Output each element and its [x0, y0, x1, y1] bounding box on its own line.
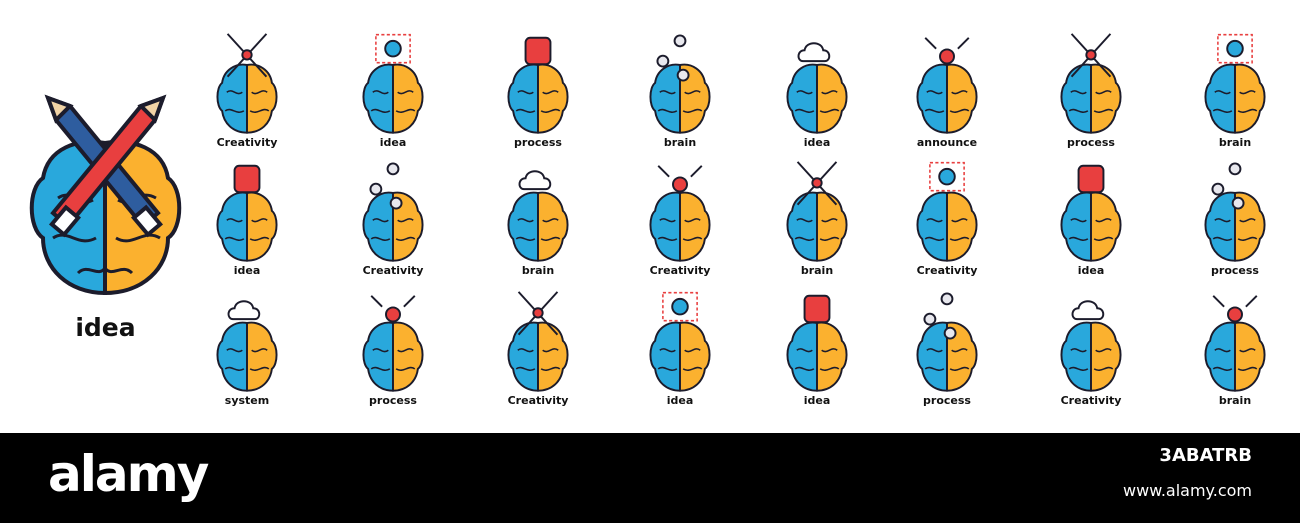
- hero-label: idea: [75, 313, 136, 342]
- watermark-footer: alamy 3ABATRB www.alamy.com: [0, 433, 1300, 523]
- icon-label: idea: [666, 394, 694, 407]
- location-pin-brain-icon: [1060, 33, 1122, 134]
- brain-icon-tile: process: [892, 288, 1002, 413]
- arrows-in-brain-icon: [1060, 300, 1122, 392]
- magnet-brain-icon: [1204, 33, 1266, 134]
- icon-label: brain: [1218, 394, 1252, 407]
- icon-label: idea: [233, 264, 261, 277]
- icon-label: idea: [1077, 264, 1105, 277]
- crossed-pencils-brain-icon: [29, 94, 182, 296]
- brain-icon-tile: brain: [483, 158, 593, 283]
- pencil-ruler-brain-icon: [216, 33, 278, 134]
- brain-icon-tile: idea: [192, 158, 302, 283]
- brain-icon-tile: idea: [762, 30, 872, 155]
- chip-brain-icon: [507, 291, 569, 392]
- brain-icon-tile: Creativity: [1036, 288, 1146, 413]
- brain-icon-tile: process: [1180, 158, 1290, 283]
- icon-label: idea: [379, 136, 407, 149]
- icon-label: idea: [803, 394, 831, 407]
- brain-icon-tile: idea: [625, 288, 735, 413]
- icon-label: process: [369, 394, 417, 407]
- brain-icon-tile: brain: [1180, 30, 1290, 155]
- brain-icon-tile: Creativity: [483, 288, 593, 413]
- eye-frame-brain-icon: [362, 33, 424, 134]
- image-id: 3ABATRB: [1159, 445, 1252, 466]
- share-nodes-brain-icon: [649, 34, 711, 134]
- arrows-out-brain-icon: [916, 37, 978, 134]
- alamy-logo: alamy: [48, 445, 209, 503]
- icon-label: process: [923, 394, 971, 407]
- icon-label: announce: [916, 136, 978, 149]
- arrows-out-brain-icon: [1204, 295, 1266, 392]
- brain-icon-tile: system: [192, 288, 302, 413]
- brain-icon-tile: brain: [762, 158, 872, 283]
- hammer-wrench-brain-icon: [216, 164, 278, 262]
- brain-icon-tile: process: [1036, 30, 1146, 155]
- puzzle-brain-icon: [362, 162, 424, 262]
- brain-icon-tile: process: [483, 30, 593, 155]
- site-url: www.alamy.com: [1123, 481, 1252, 500]
- brain-icon-tile: Creativity: [192, 30, 302, 155]
- brain-icon-tile: brain: [625, 30, 735, 155]
- speaker-podium-brain-icon: [362, 295, 424, 392]
- folder-cursor-brain-icon: [786, 161, 848, 262]
- tools-brain-icon: [507, 170, 569, 262]
- icon-sheet: idea Creativity idea process brain idea …: [18, 30, 1290, 413]
- icon-label: brain: [663, 136, 697, 149]
- icon-label: brain: [800, 264, 834, 277]
- gears-brain-icon: [649, 165, 711, 262]
- icon-label: process: [514, 136, 562, 149]
- brain-icon-tile: process: [338, 288, 448, 413]
- icon-label: Creativity: [362, 264, 424, 277]
- brain-icon-tile: Creativity: [625, 158, 735, 283]
- brain-icon-tile: idea: [338, 30, 448, 155]
- drone-brain-icon: [649, 291, 711, 392]
- brain-icon-tile: idea: [762, 288, 872, 413]
- icon-label: system: [224, 394, 270, 407]
- icon-label: Creativity: [216, 136, 278, 149]
- brain-icon-tile: Creativity: [338, 158, 448, 283]
- code-window-brain-icon: [1060, 164, 1122, 262]
- cloud-upload-brain-icon: [1204, 162, 1266, 262]
- icon-label: Creativity: [507, 394, 569, 407]
- mouse-brain-icon: [916, 161, 978, 262]
- hero-icon: idea: [18, 88, 193, 348]
- light-bulb-brain-icon: [216, 300, 278, 392]
- brain-icon-tile: Creativity: [892, 158, 1002, 283]
- icon-label: Creativity: [1060, 394, 1122, 407]
- icon-label: Creativity: [916, 264, 978, 277]
- icon-label: process: [1067, 136, 1115, 149]
- brain-icon-tile: idea: [1036, 158, 1146, 283]
- icon-label: idea: [803, 136, 831, 149]
- arrows-in-target-brain-icon: [916, 292, 978, 392]
- brain-icon-tile: brain: [1180, 288, 1290, 413]
- crossed-pencils-brain-icon: [786, 294, 848, 392]
- brain-icon-tile: announce: [892, 30, 1002, 155]
- icon-label: brain: [521, 264, 555, 277]
- icon-label: Creativity: [649, 264, 711, 277]
- cloud-signal-brain-icon: [786, 42, 848, 134]
- icon-label: process: [1211, 264, 1259, 277]
- icon-label: brain: [1218, 136, 1252, 149]
- backpack-brain-icon: [507, 36, 569, 134]
